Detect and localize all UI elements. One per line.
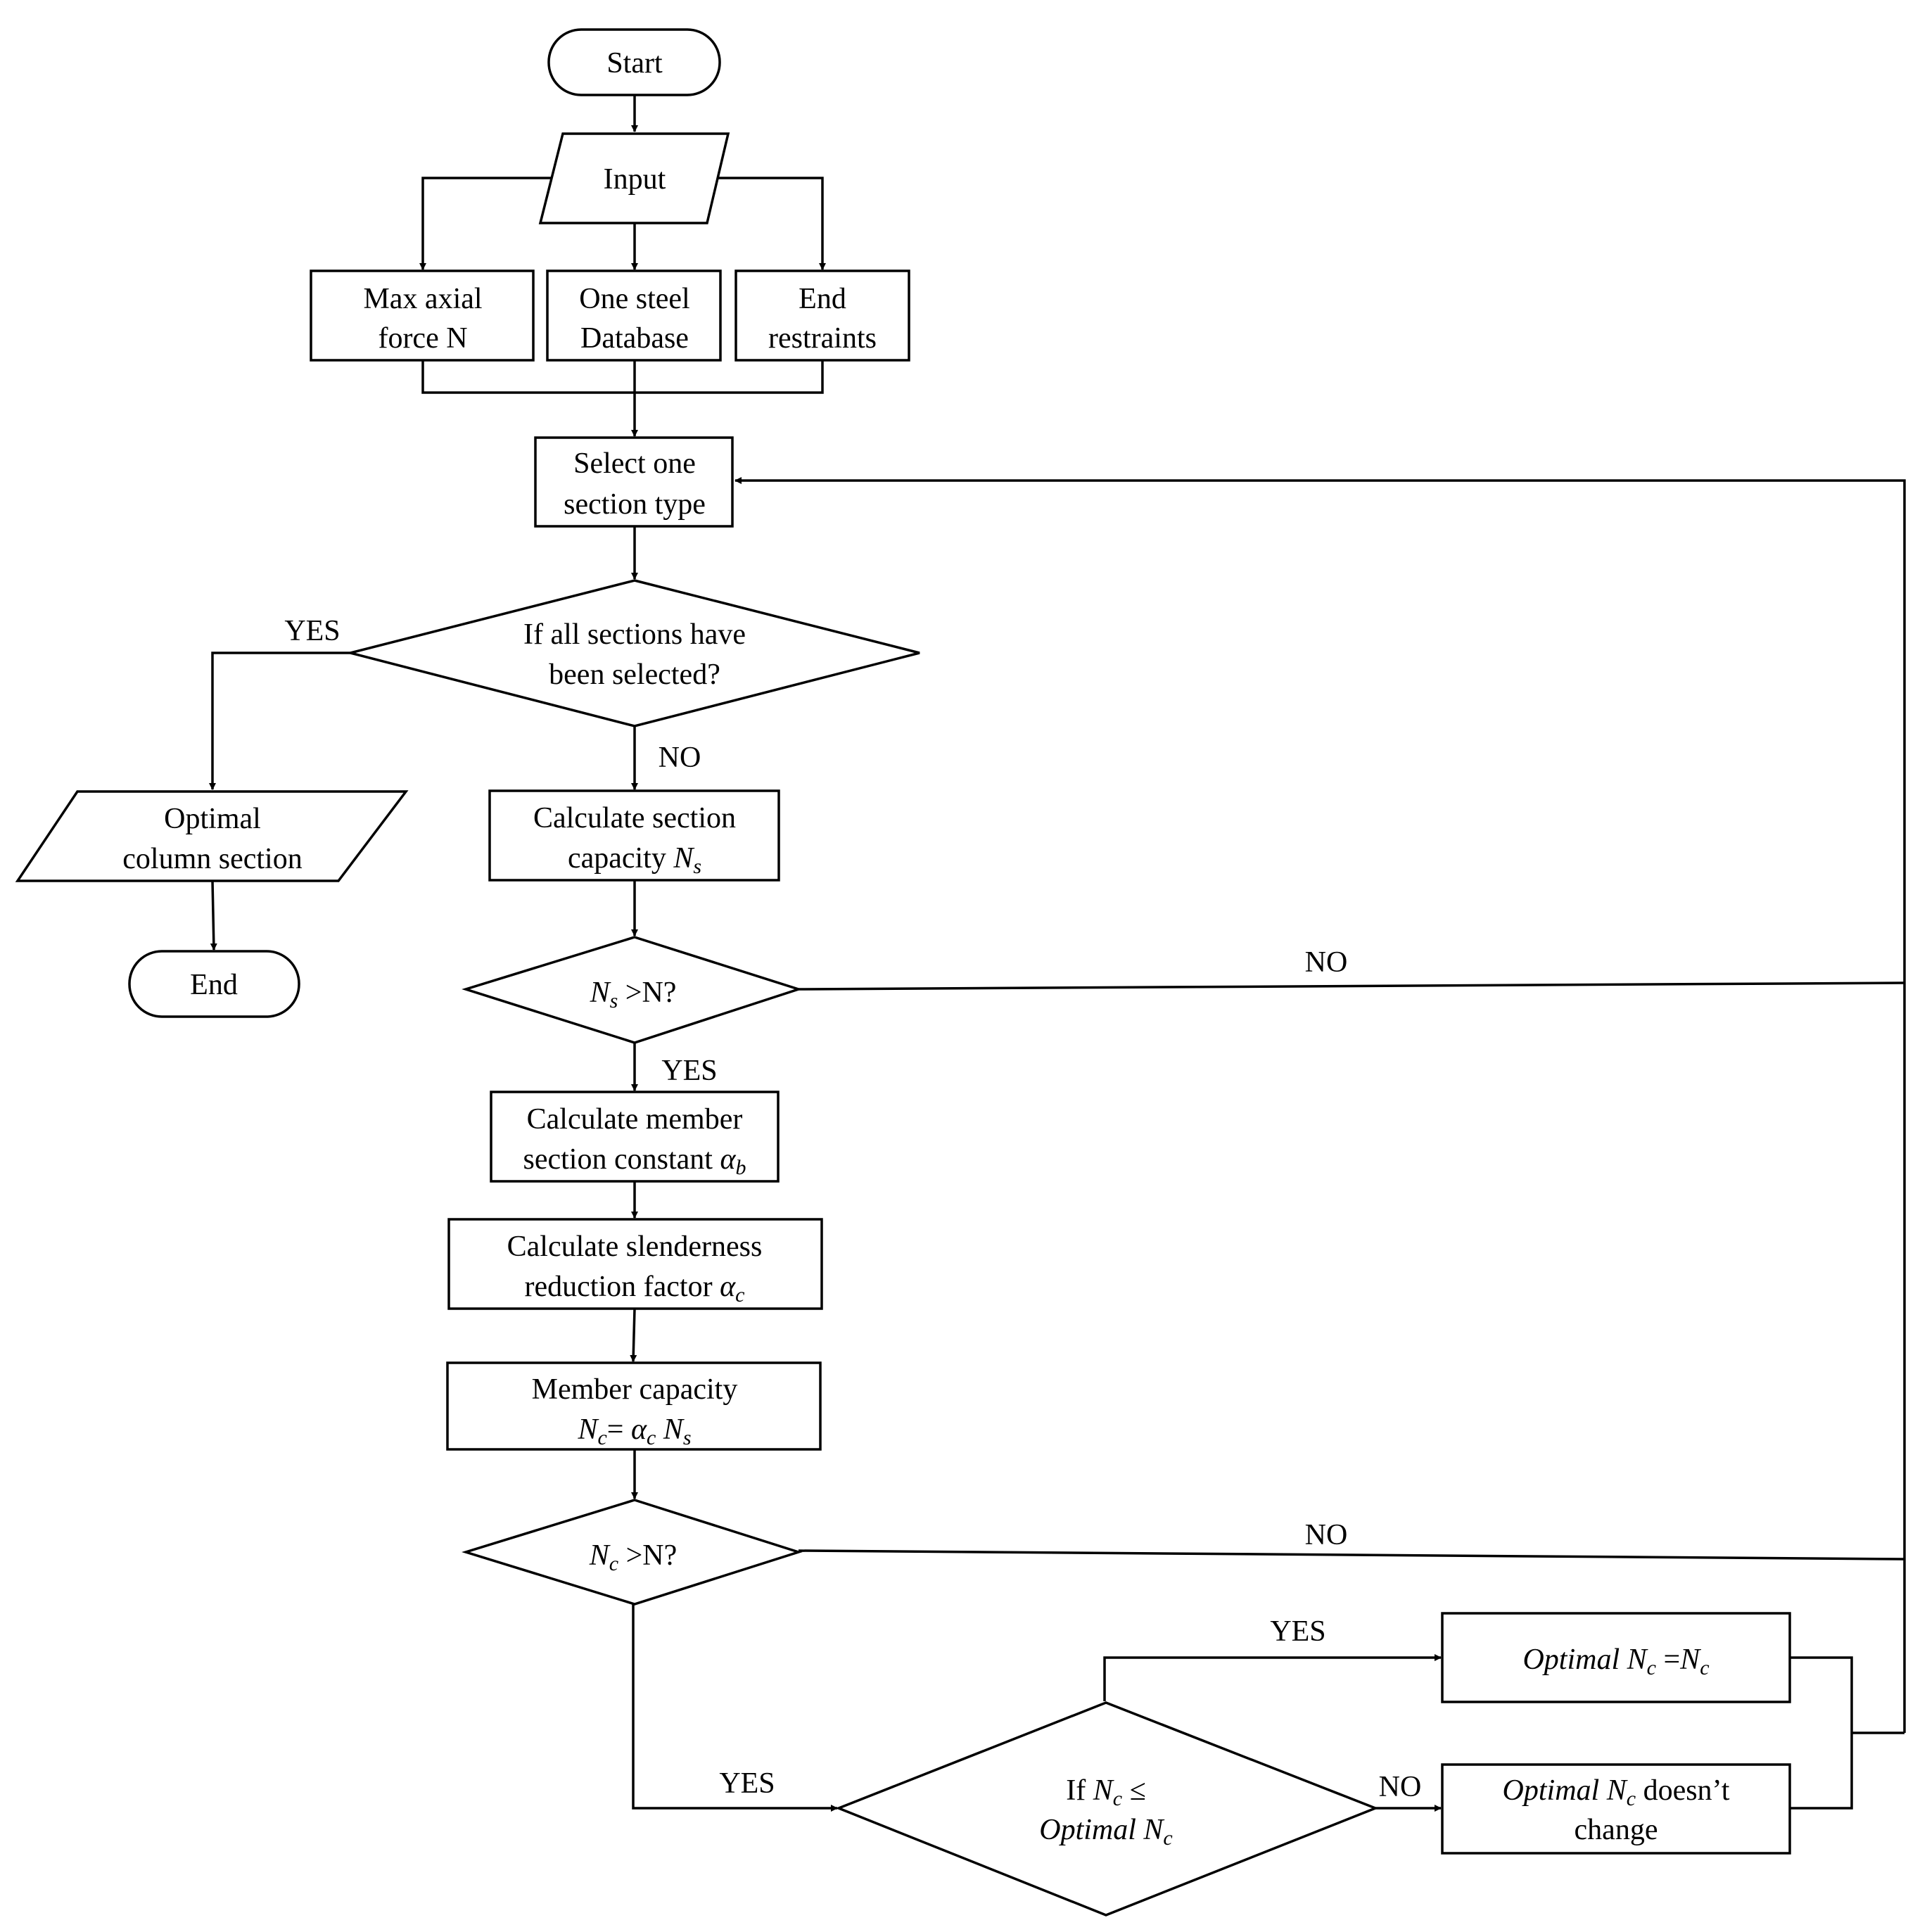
restraints-box (734, 269, 910, 362)
edge-label-yes-nc: YES (719, 1767, 775, 1800)
optimal-unchanged-label-1: Optimal Nc doesn’t (1503, 1774, 1730, 1810)
edge-label-yes-opt: YES (1270, 1615, 1325, 1648)
edge-loop-back (734, 477, 1906, 1733)
input-parallelogram (538, 132, 730, 224)
calc-member-label-1: Calculate member (527, 1103, 743, 1136)
node-labels: Start Input Max axial force N One steel … (122, 47, 1730, 1850)
edge-label-no-all: NO (659, 742, 701, 774)
shapes (15, 28, 1791, 1917)
nc-decision (462, 1499, 803, 1606)
connectors (209, 95, 1906, 1812)
optimal-section-label-2: column section (122, 843, 302, 875)
optimal-section-label-1: Optimal (164, 803, 261, 835)
calc-section-box (488, 789, 780, 882)
member-capacity-formula: Nc= αc Ns (577, 1413, 691, 1449)
optimal-check-label-1: If Nc ≤ (1066, 1774, 1145, 1810)
max-axial-box (310, 269, 535, 362)
member-capacity-label-1: Member capacity (532, 1373, 738, 1406)
edge-label-yes-all: YES (284, 615, 340, 647)
edge-opt-yes (1103, 1654, 1442, 1701)
all-selected-label-1: If all sections have (523, 618, 746, 651)
start-terminal (547, 28, 721, 96)
database-label-2: Database (580, 322, 689, 355)
all-selected-label-2: been selected? (549, 659, 720, 691)
select-box (534, 436, 734, 528)
calc-slender-box (447, 1218, 823, 1310)
calc-section-label-1: Calculate section (533, 802, 736, 834)
calc-member-box (490, 1091, 780, 1183)
edge-slender-capacity (630, 1308, 637, 1362)
calc-section-label-2: capacity Ns (568, 842, 701, 878)
max-axial-label-2: force N (378, 322, 467, 355)
restraints-label-1: End (799, 283, 846, 315)
edge-decision-optimal (209, 652, 350, 790)
optimal-check-decision (835, 1701, 1379, 1917)
edge-optimal-end (210, 880, 217, 951)
edge-label-no-ns: NO (1305, 946, 1348, 979)
optimal-section-parallelogram (15, 790, 409, 882)
ns-decision (462, 936, 803, 1044)
restraints-label-2: restraints (768, 322, 877, 355)
edge-inputs-merge (421, 360, 824, 394)
end-terminal (128, 950, 300, 1018)
set-optimal-box (1441, 1612, 1791, 1703)
select-label-2: section type (564, 488, 706, 521)
edge-nc-no-loop (798, 1549, 1905, 1561)
edge-setopt-out (1790, 1656, 1853, 1810)
end-label: End (190, 969, 238, 1001)
edge-nc-yes (632, 1604, 838, 1812)
all-selected-decision (350, 579, 920, 727)
edge-input-maxaxial (419, 177, 563, 270)
nc-check-label: Nc >N? (589, 1539, 678, 1575)
edge-label-yes-ns: YES (661, 1055, 717, 1087)
edge-ns-no-loop (798, 981, 1905, 991)
database-box (546, 269, 722, 362)
calc-slender-label-2: reduction factor αc (525, 1271, 745, 1307)
edge-label-no-nc: NO (1305, 1519, 1348, 1551)
set-optimal-label: Optimal Nc =Nc (1522, 1644, 1709, 1679)
optimal-check-label-2: Optimal Nc (1039, 1814, 1173, 1850)
select-label-1: Select one (573, 447, 696, 480)
input-label: Input (604, 163, 666, 196)
edge-label-no-opt: NO (1379, 1771, 1422, 1803)
start-label: Start (606, 47, 663, 80)
optimal-unchanged-label-2: change (1575, 1814, 1658, 1846)
database-label-1: One steel (579, 283, 689, 315)
max-axial-label-1: Max axial (363, 283, 482, 315)
calc-member-label-2: section constant αb (523, 1143, 746, 1179)
edge-labels: YES NO NO YES NO YES YES NO (284, 615, 1421, 1803)
optimal-unchanged-box (1441, 1763, 1791, 1855)
member-capacity-box (446, 1361, 822, 1451)
calc-slender-label-1: Calculate slenderness (507, 1231, 763, 1263)
ns-check-label: Ns >N? (590, 977, 677, 1012)
edge-input-restraints (707, 177, 826, 270)
